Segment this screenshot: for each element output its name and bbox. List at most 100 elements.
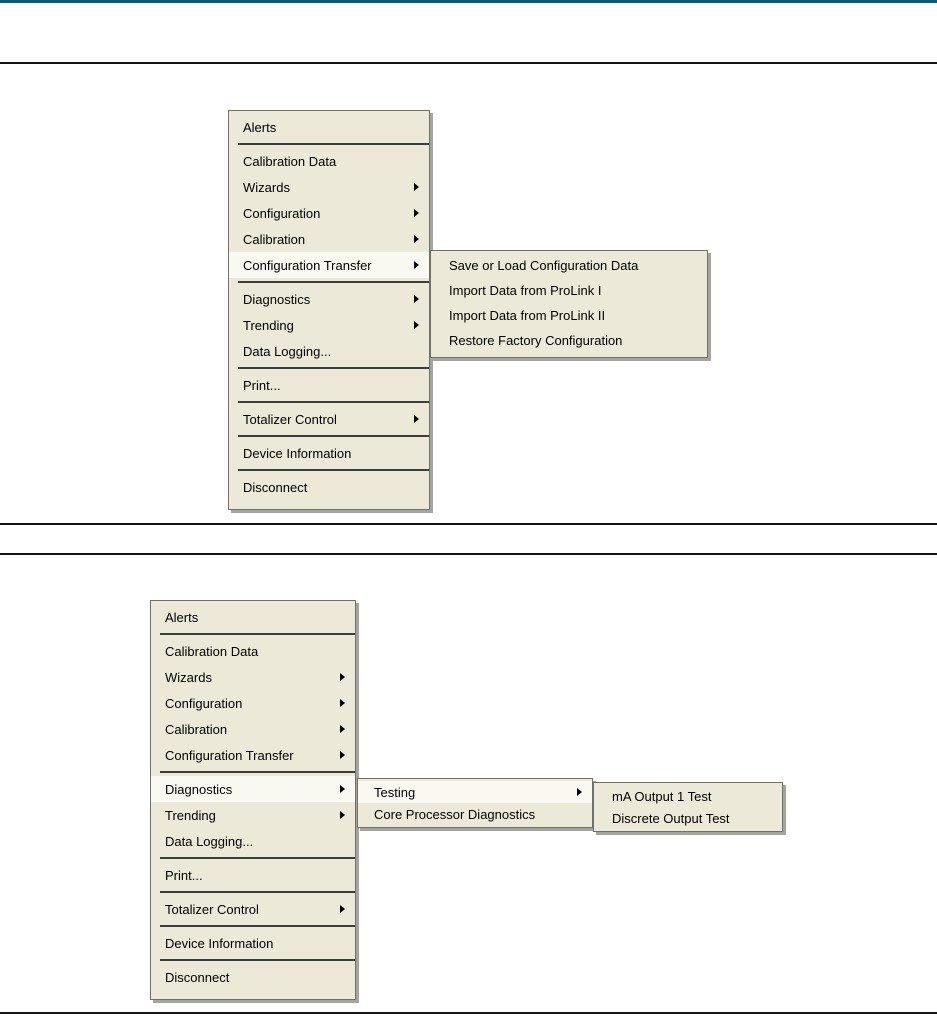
submenu-arrow-icon: [340, 751, 345, 759]
menu-item-label: Disconnect: [165, 969, 230, 985]
menu-item-data-logging[interactable]: Data Logging...: [229, 338, 429, 364]
menu-item-label: Data Logging...: [165, 833, 254, 849]
menu-item-label: Save or Load Configuration Data: [449, 258, 639, 273]
menu-item-core-processor-diagnostics[interactable]: Core Processor Diagnostics: [358, 803, 592, 825]
menu-item-label: Print...: [165, 867, 203, 883]
menu-item-label: Trending: [243, 317, 294, 333]
horizontal-rule-figure2-top: [0, 553, 937, 555]
menu-item-label: Testing: [374, 784, 416, 800]
menu-item-label: Configuration: [243, 205, 321, 221]
menu-item-label: mA Output 1 Test: [612, 788, 712, 804]
menu-item-wizards[interactable]: Wizards: [151, 664, 355, 690]
menu-item-configuration[interactable]: Configuration: [151, 690, 355, 716]
menu-item-calibration-data[interactable]: Calibration Data: [151, 638, 355, 664]
menu-item-totalizer-control[interactable]: Totalizer Control: [151, 896, 355, 922]
menu-item-calibration[interactable]: Calibration: [229, 226, 429, 252]
menu-item-import-data-from-prolink-ii[interactable]: Import Data from ProLink II: [431, 303, 707, 328]
menu-item-configuration-transfer[interactable]: Configuration Transfer: [151, 742, 355, 768]
menu-separator: [238, 281, 429, 283]
menu-separator: [238, 143, 429, 145]
menu-item-disconnect[interactable]: Disconnect: [151, 964, 355, 990]
menu-item-print[interactable]: Print...: [151, 862, 355, 888]
menu-item-label: Totalizer Control: [165, 901, 259, 917]
submenu-arrow-icon: [577, 788, 582, 796]
submenu-arrow-icon: [414, 295, 419, 303]
submenu-arrow-icon: [414, 415, 419, 423]
menu-item-label: Restore Factory Configuration: [449, 333, 623, 348]
menu-item-diagnostics[interactable]: Diagnostics: [229, 286, 429, 312]
menu-item-discrete-output-test[interactable]: Discrete Output Test: [596, 807, 782, 829]
menu-separator: [160, 925, 355, 927]
menu-separator: [160, 633, 355, 635]
menu-item-save-or-load-configuration-data[interactable]: Save or Load Configuration Data: [431, 253, 707, 278]
menu-item-label: Calibration: [165, 721, 228, 737]
menu-item-label: Alerts: [165, 609, 199, 625]
menu-item-label: Device Information: [165, 935, 274, 951]
menu-item-label: Configuration: [165, 695, 243, 711]
menu-item-print[interactable]: Print...: [229, 372, 429, 398]
submenu-arrow-icon: [414, 321, 419, 329]
menu-item-label: Import Data from ProLink I: [449, 283, 602, 298]
menu-item-label: Wizards: [165, 669, 212, 685]
submenu-arrow-icon: [340, 699, 345, 707]
menu-item-label: Calibration Data: [165, 643, 259, 659]
menu-item-label: Core Processor Diagnostics: [374, 806, 536, 822]
menu-item-label: Alerts: [243, 119, 277, 135]
submenu-arrow-icon: [414, 209, 419, 217]
menu-item-label: Print...: [243, 377, 281, 393]
menu-item-label: Wizards: [243, 179, 290, 195]
menu-item-label: Calibration: [243, 231, 306, 247]
menu-separator: [160, 959, 355, 961]
horizontal-rule-header: [0, 62, 937, 64]
submenu-arrow-icon: [340, 673, 345, 681]
menu-item-label: Diagnostics: [243, 291, 311, 307]
menu-item-label: Import Data from ProLink II: [449, 308, 606, 323]
menu-item-trending[interactable]: Trending: [229, 312, 429, 338]
menu-separator: [238, 469, 429, 471]
menu-item-calibration-data[interactable]: Calibration Data: [229, 148, 429, 174]
menu-item-device-information[interactable]: Device Information: [151, 930, 355, 956]
menu-item-label: Totalizer Control: [243, 411, 337, 427]
menu-item-label: Trending: [165, 807, 216, 823]
page-top-accent-bar: [0, 0, 937, 3]
menu-item-trending[interactable]: Trending: [151, 802, 355, 828]
menu-item-ma-output-1-test[interactable]: mA Output 1 Test: [596, 785, 782, 807]
menu-item-label: Device Information: [243, 445, 352, 461]
menu-item-diagnostics[interactable]: Diagnostics: [151, 776, 355, 802]
menu-item-totalizer-control[interactable]: Totalizer Control: [229, 406, 429, 432]
submenu-arrow-icon: [340, 905, 345, 913]
menu-item-label: Diagnostics: [165, 781, 233, 797]
menu-item-disconnect[interactable]: Disconnect: [229, 474, 429, 500]
horizontal-rule-figure1-bottom: [0, 523, 937, 525]
menu-item-restore-factory-configuration[interactable]: Restore Factory Configuration: [431, 328, 707, 353]
horizontal-rule-footer: [0, 1012, 937, 1014]
menu-item-alerts[interactable]: Alerts: [151, 604, 355, 630]
menu-item-configuration-transfer[interactable]: Configuration Transfer: [229, 252, 429, 278]
menu-item-alerts[interactable]: Alerts: [229, 114, 429, 140]
submenu-arrow-icon: [414, 261, 419, 269]
submenu-arrow-icon: [414, 235, 419, 243]
menu-item-device-information[interactable]: Device Information: [229, 440, 429, 466]
menu-separator: [160, 771, 355, 773]
menu-item-wizards[interactable]: Wizards: [229, 174, 429, 200]
menu-item-calibration[interactable]: Calibration: [151, 716, 355, 742]
menu-item-label: Discrete Output Test: [612, 810, 730, 826]
menu-item-data-logging[interactable]: Data Logging...: [151, 828, 355, 854]
menu-item-label: Configuration Transfer: [243, 257, 372, 273]
menu-item-import-data-from-prolink-i[interactable]: Import Data from ProLink I: [431, 278, 707, 303]
menu-item-label: Configuration Transfer: [165, 747, 294, 763]
menu-item-configuration[interactable]: Configuration: [229, 200, 429, 226]
menu-separator: [160, 891, 355, 893]
menu-separator: [238, 435, 429, 437]
menu-separator: [238, 401, 429, 403]
submenu-arrow-icon: [340, 725, 345, 733]
menu-item-label: Calibration Data: [243, 153, 337, 169]
menu-separator: [160, 857, 355, 859]
menu-item-testing[interactable]: Testing: [358, 781, 592, 803]
